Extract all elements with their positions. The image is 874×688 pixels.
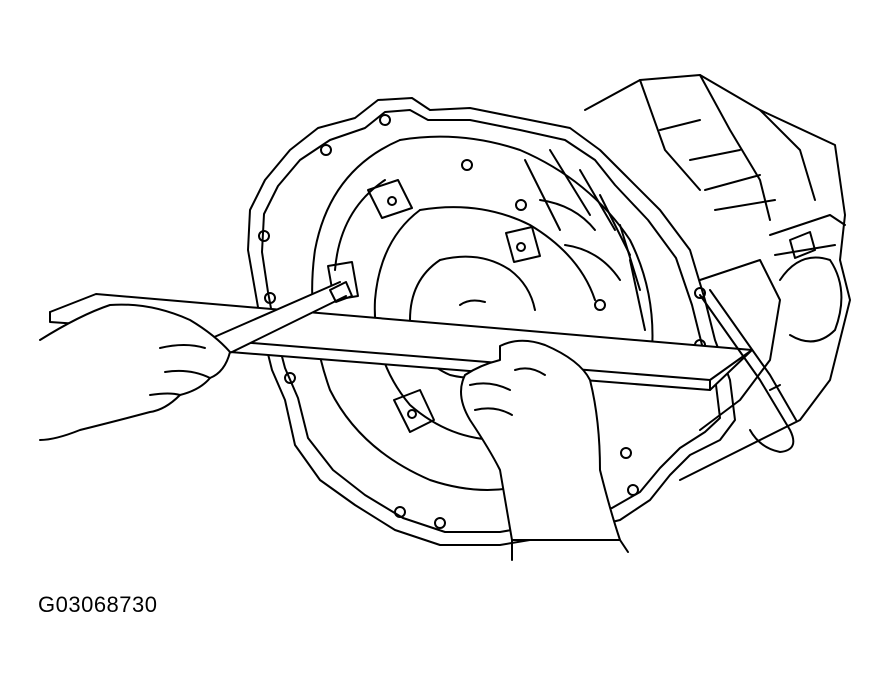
right-hand [461,341,628,560]
left-hand [40,305,230,440]
figure-code: G03068730 [38,592,158,617]
cooler-pipe [700,290,796,452]
